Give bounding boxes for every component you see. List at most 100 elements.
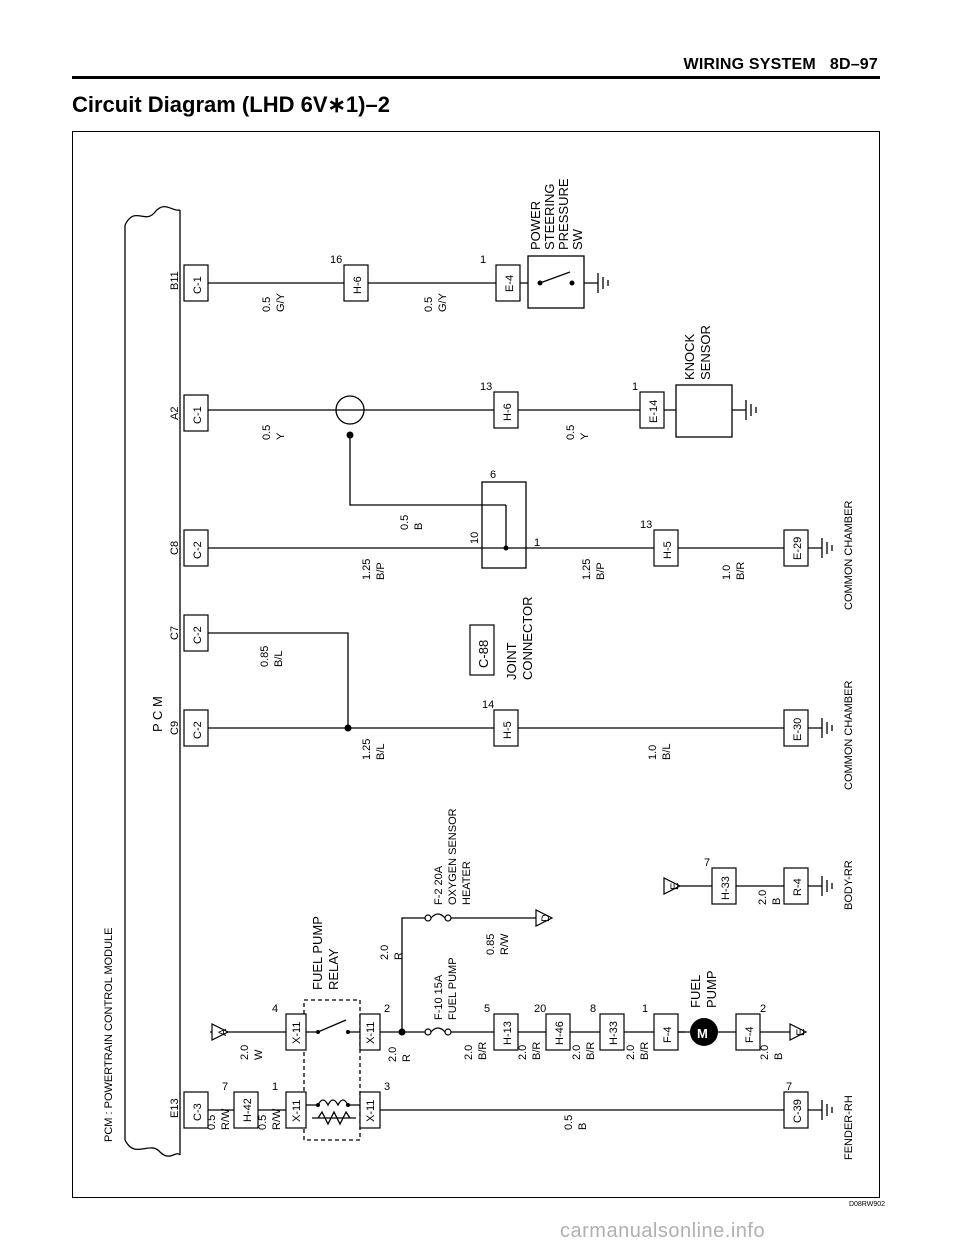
header-rule (72, 76, 880, 79)
wire-color: B/R (735, 562, 747, 580)
fuse-label: OXYGEN SENSOR (447, 808, 459, 905)
diagram-part (493, 391, 519, 429)
diagram-part (783, 709, 809, 747)
diagram-part: M (697, 1026, 708, 1041)
diagram-part (732, 400, 757, 420)
wire-color: R/W (499, 933, 511, 955)
wire-color: B/R (531, 1042, 543, 1060)
wire-color: B/R (585, 1042, 597, 1060)
ground-label: BODY-RR (843, 860, 855, 910)
diagram-part (346, 1103, 350, 1107)
diagram-part: C-2 (192, 541, 204, 559)
knock-sensor (675, 384, 733, 438)
diagram-part (639, 391, 665, 429)
pin-id: C9 (169, 721, 181, 735)
diagram-part (539, 271, 571, 284)
pin-number: 2 (760, 1003, 766, 1015)
wire (208, 632, 349, 728)
pin-number: 1 (534, 537, 540, 549)
ground-symbol (808, 876, 833, 896)
diagram-part (343, 264, 369, 302)
wire-size: 2.0 (387, 1047, 399, 1062)
fuse-label: HEATER (461, 861, 473, 905)
connector-e4: E-4 (495, 264, 521, 302)
connector-r4: R-4 (783, 867, 809, 905)
wire-size: 0.85 (259, 646, 271, 667)
pin-number: 7 (222, 1081, 228, 1093)
wire-color: R/W (220, 1108, 232, 1130)
connector-e14: E-14 (639, 391, 665, 429)
wire-color: B (773, 1053, 785, 1060)
connector-h33: H-33 (711, 867, 737, 905)
diagram-part (316, 1103, 320, 1107)
wire-size: 2.0 (757, 890, 769, 905)
diagram-part (808, 876, 833, 896)
pin-number: 13 (480, 381, 492, 393)
connector-c2: C-2 (183, 614, 209, 652)
wire-color: G/Y (437, 292, 449, 312)
diagram-part (569, 280, 575, 286)
ground-symbol (808, 1100, 833, 1120)
diagram-part (653, 529, 679, 567)
ps-label: STEERING (542, 184, 557, 250)
connector-h46: H-46 (545, 1013, 571, 1051)
relay-label: RELAY (326, 948, 341, 990)
diagram-part (527, 255, 585, 309)
ground-label: COMMON CHAMBER (843, 681, 855, 790)
diagram-part (183, 709, 209, 747)
joint-connector (481, 481, 527, 569)
diagram-part: X-11 (291, 1022, 303, 1044)
diagram-part (808, 538, 833, 558)
wire-color: B/L (661, 743, 673, 760)
wire-size: 2.0 (463, 1045, 475, 1060)
pump-label: PUMP (704, 970, 719, 1008)
wire-size: 2.0 (517, 1045, 529, 1060)
knock-label: SENSOR (698, 325, 713, 380)
diagram-part (711, 867, 737, 905)
diagram-part (783, 1091, 809, 1129)
page-title: Circuit Diagram (LHD 6V∗1)–2 (72, 92, 390, 117)
pin-number: 7 (786, 1081, 792, 1093)
connector-x11: X-11 (285, 1091, 307, 1129)
diagram-part (317, 1099, 349, 1107)
relay-label: FUEL PUMP (310, 916, 325, 990)
diagram-part: C-1 (192, 406, 204, 424)
wire-size: 0.5 (261, 425, 273, 440)
diagram-part: C-39 (792, 1099, 804, 1123)
wire-size: 1.25 (361, 739, 373, 760)
wire-size: 1.25 (361, 559, 373, 580)
wire-color: G/Y (275, 292, 287, 312)
diagram-part: H-6 (352, 276, 364, 294)
diagram-part: H-33 (720, 876, 732, 900)
ref-a (211, 1023, 230, 1041)
connector-e29: E-29 (783, 529, 809, 567)
diagram-part: A (217, 1028, 229, 1036)
diagram-part (430, 913, 446, 919)
diagram-part (808, 718, 833, 738)
diagram-part: C-2 (192, 721, 204, 739)
wire-color: Y (275, 432, 287, 440)
diagram-part (233, 1091, 259, 1129)
pin-number: 10 (469, 532, 481, 544)
connector-h5: H-5 (493, 709, 519, 747)
connector-c3: C-3 (183, 1091, 209, 1129)
diagram-part: H-42 (242, 1098, 254, 1122)
wire-color: W (253, 1049, 265, 1060)
connector-c88: C-88 (469, 624, 495, 676)
wire-color: B (771, 898, 783, 905)
ps-label: PRESSURE (556, 178, 571, 250)
diagram-part (285, 1091, 307, 1129)
ground-symbol (732, 400, 757, 420)
diagram-part: H-13 (502, 1021, 514, 1045)
diagram-part (690, 1018, 718, 1046)
wire-size: 2.0 (379, 945, 391, 960)
connector-c2: C-2 (183, 529, 209, 567)
diagram-part: C-2 (192, 626, 204, 644)
wire-size: 1.0 (721, 565, 733, 580)
wire-size: 0.5 (261, 297, 273, 312)
shield-ellipse (335, 395, 365, 425)
pcm-top-edge (124, 205, 181, 226)
pin-id: E13 (169, 1098, 181, 1118)
wire-size: 0.5 (206, 1115, 218, 1130)
fuse-f2 (424, 913, 452, 922)
